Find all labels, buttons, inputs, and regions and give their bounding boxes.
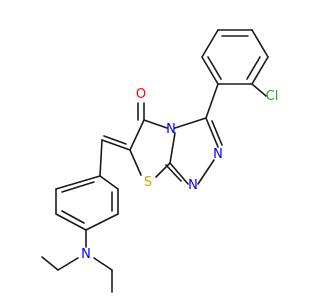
bond: [201, 29, 219, 58]
bond: [129, 119, 145, 151]
bond: [207, 56, 222, 80]
bond: [93, 257, 113, 271]
bond: [55, 175, 101, 190]
molecule-canvas: O Cl S N N N N: [41, 29, 278, 293]
bond: [101, 139, 131, 151]
bonds: [41, 29, 269, 293]
triazole-nitrogen-atom-label: N: [213, 147, 223, 162]
atom-labels: O Cl S N N N N: [81, 87, 278, 262]
bond: [61, 181, 95, 193]
bond: [169, 132, 176, 164]
bond: [251, 83, 267, 97]
molecule-structure: O Cl S N N N N: [41, 29, 278, 293]
bond: [55, 213, 87, 231]
chlorine-atom-label: Cl: [266, 89, 279, 104]
bond: [197, 159, 215, 185]
bond: [251, 56, 269, 85]
sulfur-atom-label: S: [144, 175, 152, 190]
bond: [41, 256, 59, 271]
bond: [143, 119, 168, 129]
triazole-nitrogen-atom-label: N: [188, 178, 198, 193]
bond: [251, 29, 269, 58]
bridge-nitrogen-atom-label: N: [166, 122, 176, 137]
bond: [174, 117, 207, 129]
bond: [205, 117, 219, 148]
bond: [155, 162, 171, 178]
bond: [201, 56, 219, 85]
bond: [169, 162, 189, 185]
bond: [246, 56, 261, 80]
bond: [165, 164, 182, 182]
bond: [205, 83, 219, 119]
bond: [61, 210, 85, 224]
bond: [99, 139, 103, 177]
bond: [85, 213, 119, 231]
oxygen-atom-label: O: [136, 87, 146, 102]
bond: [103, 135, 127, 145]
bond: [211, 120, 223, 146]
bond: [99, 175, 119, 190]
bond: [129, 149, 142, 176]
amine-nitrogen-atom-label: N: [81, 247, 91, 262]
bond: [57, 257, 79, 271]
